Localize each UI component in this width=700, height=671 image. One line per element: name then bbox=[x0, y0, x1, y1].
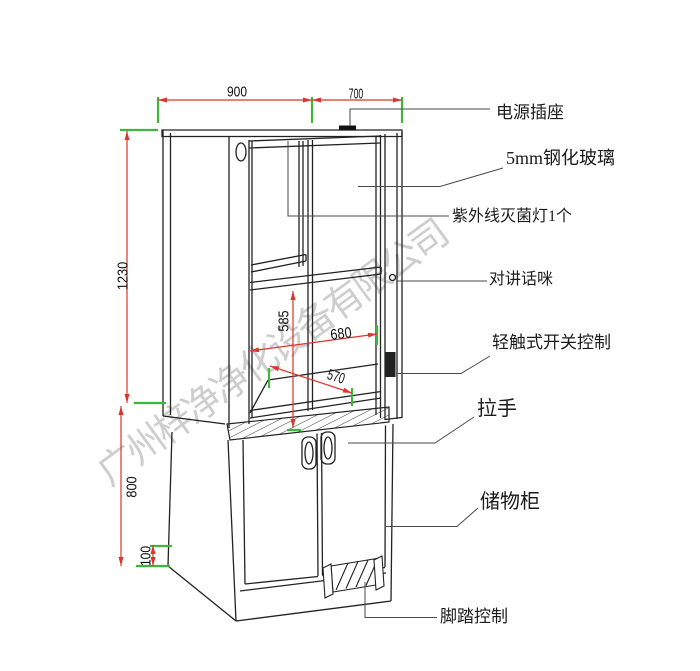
lower-cabinet bbox=[167, 423, 394, 622]
callout-touch-switch: 轻触式开关控制 bbox=[492, 333, 611, 352]
dimension-lines bbox=[118, 97, 402, 566]
right-door-handle bbox=[320, 431, 336, 465]
dim-width: 900 bbox=[226, 83, 248, 101]
upper-cabinet bbox=[161, 125, 403, 441]
dim-lower-height: 800 bbox=[123, 476, 141, 498]
leader-touch-switch bbox=[396, 355, 491, 374]
right-side-band bbox=[375, 132, 403, 421]
power-socket bbox=[339, 125, 356, 131]
left-side-panel bbox=[162, 130, 226, 425]
leader-uv-lamp bbox=[287, 141, 449, 217]
chamber-sill bbox=[249, 363, 382, 419]
lower-front-frame bbox=[227, 423, 394, 622]
touch-switch-panel bbox=[385, 352, 396, 377]
dim-line-570 bbox=[269, 365, 353, 394]
leader-storage-cabinet bbox=[386, 507, 479, 527]
dim-opening-height: 585 bbox=[275, 310, 293, 332]
leader-lines bbox=[287, 108, 504, 618]
middle-transom bbox=[249, 266, 382, 291]
callout-tempered-glass: 5mm钢化玻璃 bbox=[506, 148, 616, 168]
intercom-mic-hole bbox=[388, 273, 397, 282]
left-door-handle bbox=[301, 436, 317, 470]
leader-tempered-glass bbox=[358, 167, 504, 187]
callout-storage-cabinet: 储物柜 bbox=[480, 491, 540, 513]
door-lock bbox=[235, 142, 247, 162]
dim-depth: 700 bbox=[348, 85, 364, 103]
dim-upper-height: 1230 bbox=[114, 261, 132, 291]
front-left-stile bbox=[228, 136, 250, 428]
callout-foot-control: 脚踏控制 bbox=[440, 607, 508, 626]
glass-pane-bottom-rail bbox=[250, 253, 307, 273]
top-face bbox=[161, 129, 403, 138]
leader-door-handle bbox=[348, 416, 475, 444]
window-top-rail bbox=[248, 135, 381, 149]
sliding-glass-doors bbox=[251, 140, 314, 418]
leader-foot-control bbox=[364, 582, 437, 618]
lower-left-side bbox=[167, 431, 237, 622]
dim-base-height: 100 bbox=[137, 545, 155, 567]
dim-line-680 bbox=[249, 332, 378, 353]
right-door bbox=[320, 425, 387, 577]
hatch-band bbox=[226, 406, 390, 441]
leader-power-socket bbox=[349, 108, 490, 126]
dim-opening-width: 680 bbox=[329, 324, 353, 344]
left-door bbox=[242, 433, 319, 585]
callout-door-handle: 拉手 bbox=[477, 398, 517, 420]
callout-intercom-mic: 对讲话咪 bbox=[489, 271, 554, 288]
callout-uv-lamp: 紫外线灭菌灯1个 bbox=[452, 208, 573, 225]
foot-pedal bbox=[322, 555, 385, 599]
callout-power-socket: 电源插座 bbox=[496, 103, 564, 122]
extension-ticks bbox=[120, 97, 404, 568]
